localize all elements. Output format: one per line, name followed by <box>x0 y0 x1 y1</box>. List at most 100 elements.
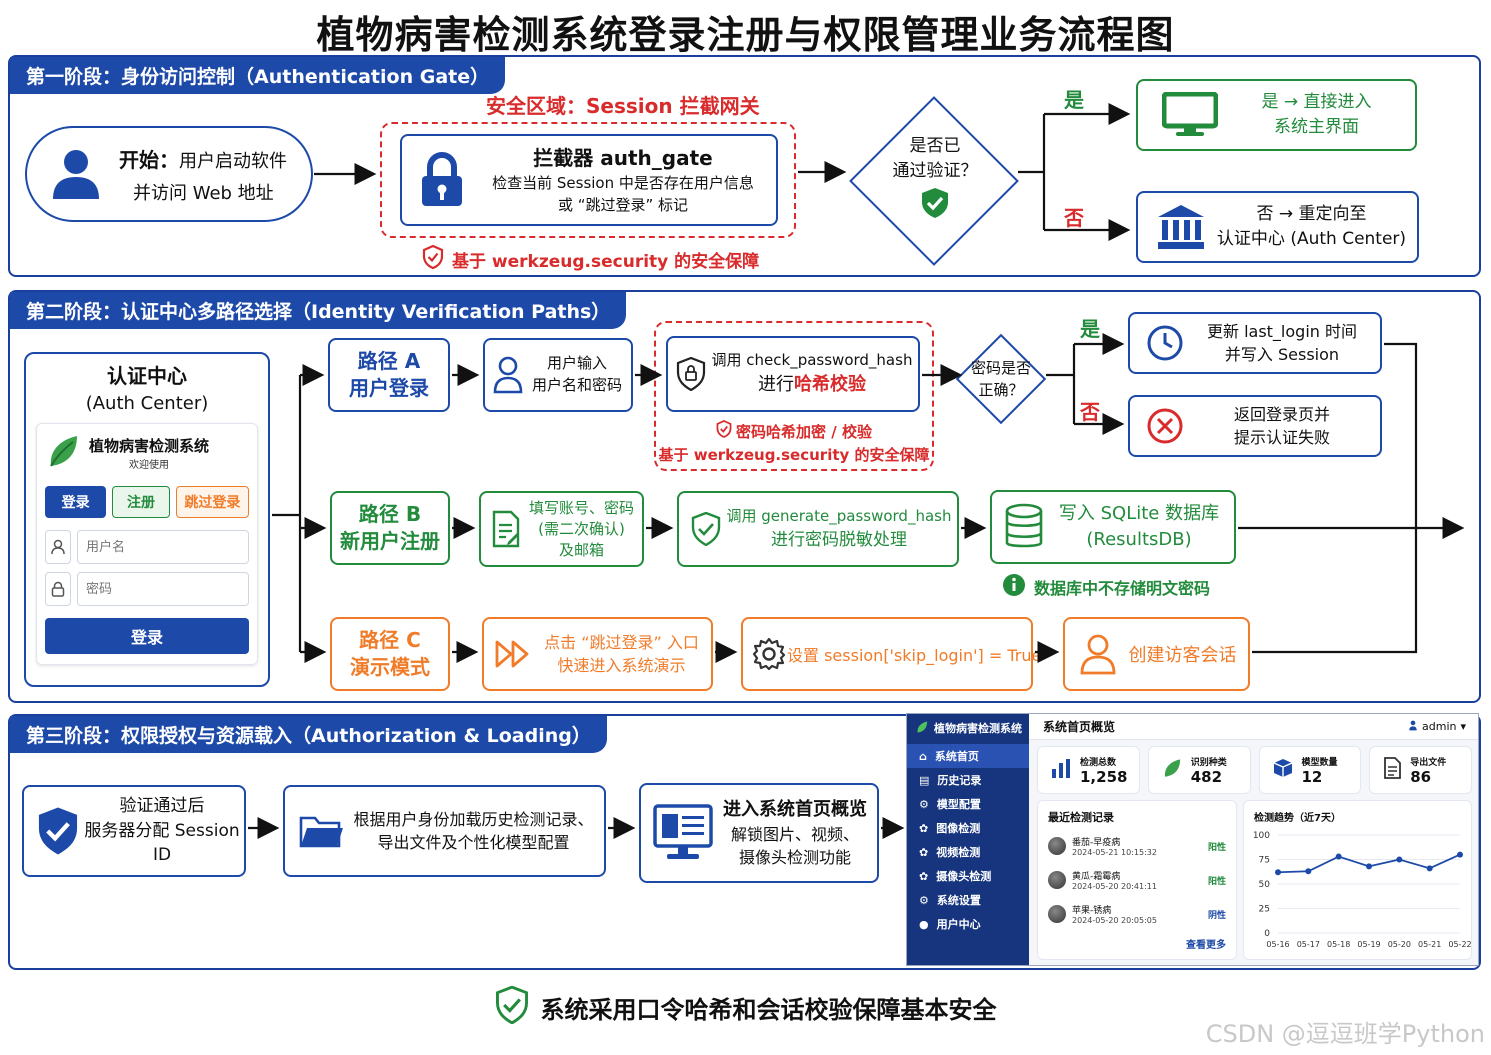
tab-login[interactable]: 登录 <box>45 486 107 519</box>
shield-check-red-icon <box>716 420 732 445</box>
s1-line1: 验证通过后 <box>119 796 205 817</box>
s2-line1: 根据用户身份加载历史检测记录、 <box>353 809 594 829</box>
dashboard-menu: ⌂系统首页▤历史记录⚙模型配置✿图像检测✿视频检测✿摄像头检测 ⚙ 系统设置 ●用户中… <box>907 744 1029 936</box>
cube-icon <box>1272 757 1294 783</box>
stat-value: 482 <box>1190 767 1223 786</box>
user-small-icon <box>1408 720 1418 734</box>
sidebar-item-0[interactable]: ⌂系统首页 <box>907 744 1029 768</box>
gate-note: 基于 werkzeug.security 的安全保障 <box>422 244 759 274</box>
a-check-prefix: 进行 <box>758 373 794 395</box>
record-name: 黄瓜-霜霉病 <box>1072 872 1121 882</box>
stage3-header: 第三阶段：权限授权与资源载入（Authorization & Loading） <box>10 716 607 753</box>
b-gen-line1: 调用 generate_password_hash <box>726 506 952 525</box>
b-fill-line2: (需二次确认) <box>538 519 625 538</box>
stage2-header: 第二阶段：认证中心多路径选择（Identity Verification Pat… <box>10 292 627 329</box>
s3-line1: 进入系统首页概览 <box>723 798 867 820</box>
username-user-icon <box>45 530 71 565</box>
x-tick-label: 05-17 <box>1297 940 1320 949</box>
path-b-line2: 新用户注册 <box>340 529 440 553</box>
b-db-node: 写入 SQLite 数据库(ResultsDB) <box>990 490 1236 564</box>
yes-line1: 是 → 直接进入 <box>1261 92 1372 113</box>
history-icon: ▤ <box>919 773 930 787</box>
sidebar-item-7[interactable]: ●用户中心 <box>907 912 1029 936</box>
sidebar-item-3[interactable]: ✿图像检测 <box>907 816 1029 840</box>
start-bold: 开始： <box>119 147 179 172</box>
tab-skip-login[interactable]: 跳过登录 <box>175 486 249 519</box>
record-name: 苹果-锈病 <box>1072 906 1112 916</box>
s3-line3: 摄像头检测功能 <box>738 848 851 868</box>
sidebar-item-4[interactable]: ✿视频检测 <box>907 840 1029 864</box>
gate-line2: 或 “跳过登录” 标记 <box>557 195 689 214</box>
record-time: 2024-05-20 20:41:11 <box>1072 882 1157 891</box>
sidebar-item-6[interactable]: ⚙ 系统设置 <box>907 888 1029 912</box>
x-tick-label: 05-18 <box>1327 940 1350 949</box>
stat-label: 模型数量 <box>1301 757 1338 768</box>
shield-check-icon <box>422 244 444 274</box>
fast-forward-icon <box>494 638 532 670</box>
path-a-line1: 路径 A <box>357 349 421 373</box>
password-input[interactable] <box>77 572 249 607</box>
guest-user-icon <box>1079 633 1117 675</box>
a-yes-line1: 更新 last_login 时间 <box>1206 321 1357 341</box>
y-tick-label: 50 <box>1259 880 1271 890</box>
sidebar-item-5[interactable]: ✿摄像头检测 <box>907 864 1029 888</box>
login-form-mock: 植物病害检测系统 欢迎使用 登录 注册 跳过登录 登录 <box>36 423 258 666</box>
auth-center-panel: 认证中心 (Auth Center) 植物病害检测系统 欢迎使用 登录 注册 跳… <box>24 352 270 687</box>
sidebar-item-label: 图像检测 <box>936 822 981 835</box>
c-click-line2: 快速进入系统演示 <box>557 656 686 675</box>
page-title: 植物病害检测系统登录注册与权限管理业务流程图 <box>316 13 1175 57</box>
home-icon: ⌂ <box>919 749 927 763</box>
sidebar-item-1[interactable]: ▤历史记录 <box>907 768 1029 792</box>
monitor-icon <box>1162 92 1218 138</box>
sidebar-item-label: 系统设置 <box>936 894 981 907</box>
auth-yes-label: 是 <box>1064 88 1084 112</box>
record-time: 2024-05-21 10:15:32 <box>1072 848 1157 857</box>
login-app-name: 植物病害检测系统 <box>89 437 210 456</box>
leaf-small-icon <box>915 719 929 738</box>
status-badge: 阴性 <box>1207 910 1226 921</box>
start-line1: 用户启动软件 <box>179 150 287 172</box>
b-gen-line2: 进行密码脱敏处理 <box>771 529 907 550</box>
x-tick-label: 05-22 <box>1448 940 1471 949</box>
user-menu[interactable]: admin▾ <box>1408 720 1466 734</box>
dashboard-app-name: 植物病害检测系统 <box>934 722 1022 735</box>
user-name: admin <box>1422 720 1457 733</box>
decision-line2: 通过验证？ <box>892 160 978 181</box>
user-icon <box>51 147 101 201</box>
view-more-link[interactable]: 查看更多 <box>1186 940 1226 951</box>
data-point <box>1426 865 1433 872</box>
gate-line1: 检查当前 Session 中是否存在用户信息 <box>492 173 754 192</box>
settings-icon: ⚙ <box>919 893 929 907</box>
b-db-line1: 写入 SQLite 数据库 <box>1058 502 1220 524</box>
database-icon <box>1004 503 1044 551</box>
hash-note1: 密码哈希加密 / 校验 <box>736 422 872 441</box>
sidebar-item-label: 视频检测 <box>936 846 981 859</box>
a-input-line2: 用户名和密码 <box>531 376 622 394</box>
dashboard-sidebar: 植物病害检测系统 ⌂系统首页▤历史记录⚙模型配置✿图像检测✿视频检测✿摄像头检测… <box>907 714 1029 965</box>
username-input[interactable] <box>77 530 249 565</box>
db-note-text: 数据库中不存储明文密码 <box>1034 579 1211 598</box>
sidebar-item-2[interactable]: ⚙模型配置 <box>907 792 1029 816</box>
avatar <box>1048 837 1066 855</box>
path-b-line1: 路径 B <box>358 502 422 526</box>
record-name: 番茄-早疫病 <box>1072 838 1121 848</box>
stage1-header: 第一阶段：身份访问控制（Authentication Gate） <box>10 57 506 94</box>
a-check-node: 调用 check_password_hash 进行哈希校验 <box>666 336 920 412</box>
start-node: 开始：用户启动软件 并访问 Web 地址 <box>25 126 313 222</box>
login-submit-button[interactable]: 登录 <box>45 618 249 655</box>
dashboard-monitor-icon <box>653 804 713 862</box>
tab-register[interactable]: 注册 <box>112 486 170 519</box>
s1-line2: 服务器分配 Session ID <box>84 820 240 866</box>
stat-label: 检测总数 <box>1080 757 1117 768</box>
password-lock-icon <box>45 572 71 607</box>
avatar <box>1048 871 1066 889</box>
